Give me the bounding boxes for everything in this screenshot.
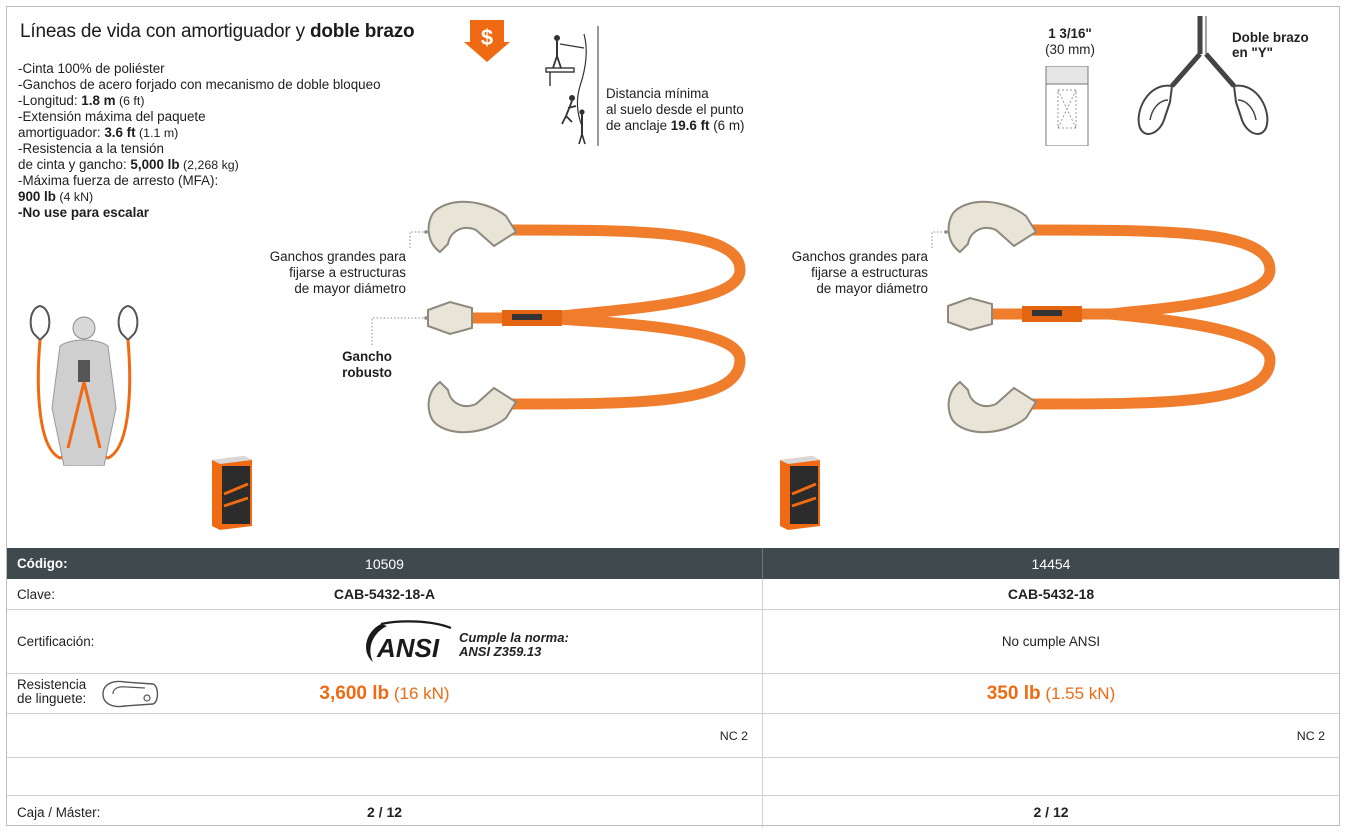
ansi-logo-text: ANSI <box>376 633 440 663</box>
codigo-10509: 10509 <box>365 555 404 572</box>
fall-distance-icon <box>545 26 599 146</box>
caja-value: 2 / 12 <box>1033 804 1069 820</box>
clave-label: Clave: <box>17 586 55 602</box>
certificacion-label: Certificación: <box>17 634 95 649</box>
spec-line: de cinta y gancho: 5,000 lb (2,268 kg) <box>18 157 239 172</box>
dollar-down-arrow-icon: $ <box>464 20 510 62</box>
spec-line: -Máxima fuerza de arresto (MFA): <box>18 173 219 188</box>
svg-text:$: $ <box>481 25 493 50</box>
page-title: Líneas de vida con amortiguador y doble … <box>20 21 415 43</box>
clave-value: CAB-5432-18-A <box>333 586 436 602</box>
title-bold: doble brazo <box>310 21 415 42</box>
clave-value: CAB-5432-18 <box>1007 586 1095 602</box>
spec-line: -Ganchos de acero forjado con mecanismo … <box>18 77 381 92</box>
spec-line: -No use para escalar <box>18 205 149 220</box>
spec-line: -Longitud: 1.8 m (6 ft) <box>18 93 145 108</box>
nc-badge: NC 2 <box>719 728 748 743</box>
resistencia-10509: 3,600 lb (16 kN) <box>319 682 450 704</box>
spec-table: Código: 10509 14454 Clave: CAB-5432-18-A… <box>7 548 1339 828</box>
codigo-14454: 14454 <box>1031 555 1071 572</box>
big-hooks-callout-right: Ganchos grandes para fijarse a estructur… <box>791 249 928 296</box>
spec-line: amortiguador: 3.6 ft (1.1 m) <box>18 125 179 140</box>
table-row-nc: NC 2 NC 2 <box>7 714 1339 758</box>
spec-line: 900 lb (4 kN) <box>18 189 94 204</box>
table-row-codigo: Código: 10509 14454 <box>7 548 1339 579</box>
ansi-logo-icon: ANSI <box>366 620 452 663</box>
big-hooks-callout-left: Ganchos grandes para fijarse a estructur… <box>269 249 406 296</box>
table-row-resistencia: Resistencia de linguete: 3,600 lb (16 kN… <box>7 674 1339 714</box>
spec-line: -Resistencia a la tensión <box>18 141 164 156</box>
lanyard-image-10509 <box>427 200 746 434</box>
product-box-icon <box>780 456 820 530</box>
y-arm-icon <box>1137 16 1269 135</box>
table-row-clave: Clave: CAB-5432-18-A CAB-5432-18 <box>7 579 1339 610</box>
codigo-label: Código: <box>17 556 68 571</box>
ansi-badge: ANSI Cumple la norma: ANSI Z359.13 <box>359 620 599 664</box>
caja-value: 2 / 12 <box>366 804 403 820</box>
product-box-icon <box>212 456 252 530</box>
harness-person-icon <box>29 304 139 466</box>
robust-hook-callout: Gancho robusto <box>342 349 392 380</box>
nc-badge: NC 2 <box>1296 728 1325 743</box>
spec-line: -Cinta 100% de poliéster <box>18 61 165 76</box>
resistencia-14454: 350 lb (1.55 kN) <box>986 682 1116 704</box>
catalog-frame <box>6 6 1340 826</box>
hook-latch-icon <box>102 680 159 708</box>
strap-width-icon <box>1045 66 1089 146</box>
ansi-compliance-text: Cumple la norma: ANSI Z359.13 <box>459 630 569 659</box>
title-normal: Líneas de vida con amortiguador y <box>20 21 310 42</box>
table-row-empty <box>7 758 1339 796</box>
spec-line: -Extensión máxima del paquete <box>18 109 206 124</box>
spec-list: -Cinta 100% de poliéster -Ganchos de ace… <box>18 61 438 221</box>
y-arm-label: Doble brazo en "Y" <box>1232 30 1309 60</box>
resistencia-label: Resistencia de linguete: <box>17 677 87 706</box>
table-row-certificacion: Certificación: ANSI Cumple la norma: ANS… <box>7 610 1339 674</box>
table-row-caja: Caja / Máster: 2 / 12 2 / 12 <box>7 796 1339 828</box>
fall-distance-text: Distancia mínima al suelo desde el punto… <box>606 86 745 133</box>
strap-width-label: 1 3/16" (30 mm) <box>1045 26 1095 57</box>
no-ansi-text: No cumple ANSI <box>1001 634 1101 649</box>
lanyard-image-14454 <box>947 200 1276 434</box>
caja-label: Caja / Máster: <box>17 804 101 820</box>
